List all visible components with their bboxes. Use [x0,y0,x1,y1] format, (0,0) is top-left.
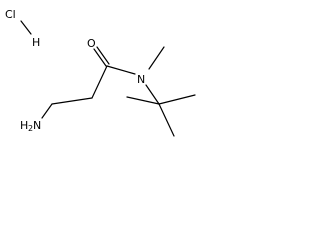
carbonyl-to-ch2-bond [91,65,108,99]
amine-nitrogen-label: N [33,119,41,132]
chlorine-label: Cl [5,8,16,21]
tbutyl-branch-2 [158,94,196,105]
n-methyl-bond [148,46,165,70]
carbonyl-double-bond-1 [93,48,107,67]
amine-subscript-label: 2 [28,124,33,133]
ch2-to-amine-bond [41,103,53,119]
hydrogen-label: H [32,36,40,49]
ch2-to-ch2-bond [51,97,93,105]
hcl-bond [20,20,32,35]
oxygen-label: O [87,37,96,50]
carbonyl-double-bond-2 [96,46,110,65]
amide-nitrogen-label: N [137,73,145,86]
n-tbutyl-bond [145,84,160,105]
amine-hydrogen-label: H [20,119,28,132]
chemical-structure: Cl H O N H 2 N [5,8,196,137]
carbonyl-to-n-bond [106,65,136,75]
tbutyl-branch-3 [158,103,175,137]
tbutyl-branch-1 [126,96,160,105]
